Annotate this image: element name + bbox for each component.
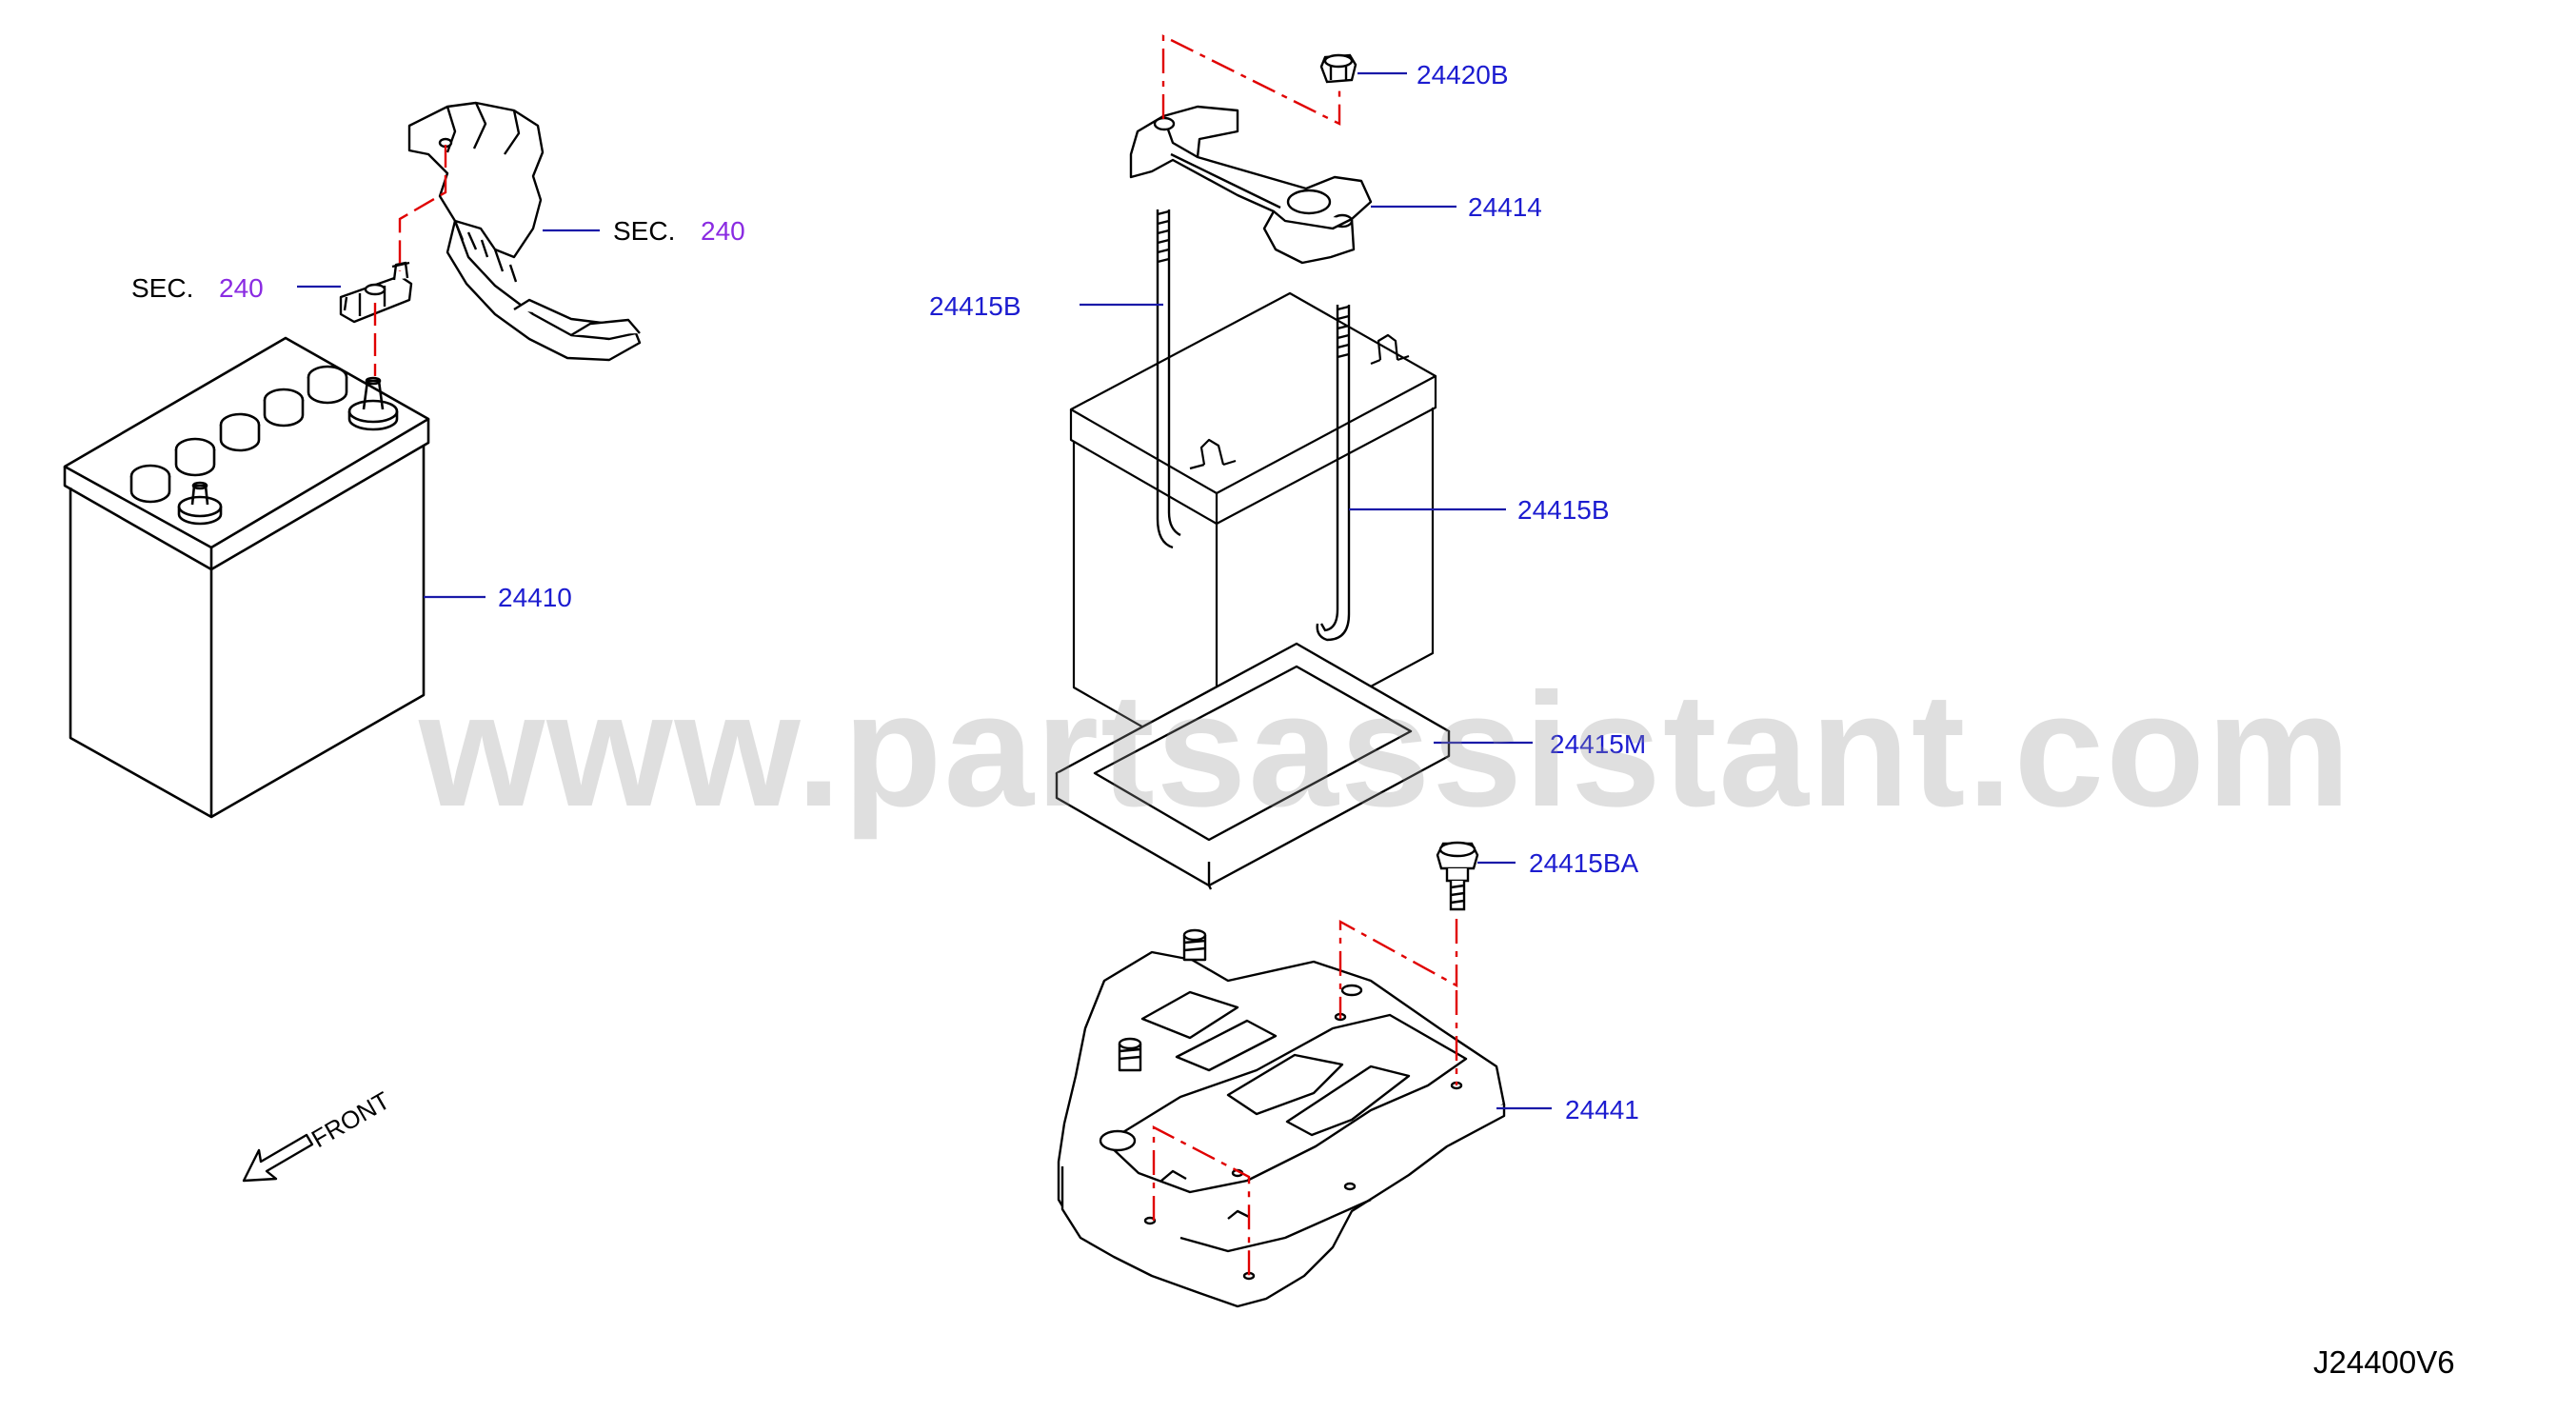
connection-dash-left <box>375 145 446 376</box>
sec-upper-prefix: SEC. <box>613 216 675 246</box>
label-24441: 24441 <box>1565 1095 1639 1124</box>
sec-upper-number[interactable]: 240 <box>701 216 745 246</box>
label-24410: 24410 <box>498 583 572 612</box>
connection-dash-top <box>1163 36 1339 124</box>
front-direction-arrow <box>244 1135 312 1181</box>
label-24415M: 24415M <box>1550 729 1646 759</box>
label-24415B-left: 24415B <box>929 291 1021 321</box>
rod-24415B-right <box>1318 305 1349 640</box>
front-label: FRONT <box>307 1085 395 1153</box>
leader-lines <box>297 73 1552 1108</box>
diagram-code: J24400V6 <box>2313 1344 2455 1380</box>
sec-left-number[interactable]: 240 <box>219 273 264 303</box>
battery-24410 <box>65 338 428 817</box>
rod-24415B-left <box>1158 209 1180 547</box>
battery-tray-24415M <box>1057 644 1449 889</box>
battery-cable-harness <box>409 103 640 360</box>
label-24415BA: 24415BA <box>1529 848 1639 878</box>
battery-bracket-24441 <box>1059 930 1504 1306</box>
connection-dash-bottom <box>1154 919 1456 1276</box>
label-24414: 24414 <box>1468 192 1542 222</box>
terminal-clamp <box>341 263 411 322</box>
sec-left-prefix: SEC. <box>131 273 193 303</box>
label-24415B-right: 24415B <box>1517 495 1610 525</box>
label-24420B: 24420B <box>1417 60 1509 90</box>
bolt-24415BA <box>1437 843 1477 909</box>
nut-24420B <box>1321 55 1356 82</box>
